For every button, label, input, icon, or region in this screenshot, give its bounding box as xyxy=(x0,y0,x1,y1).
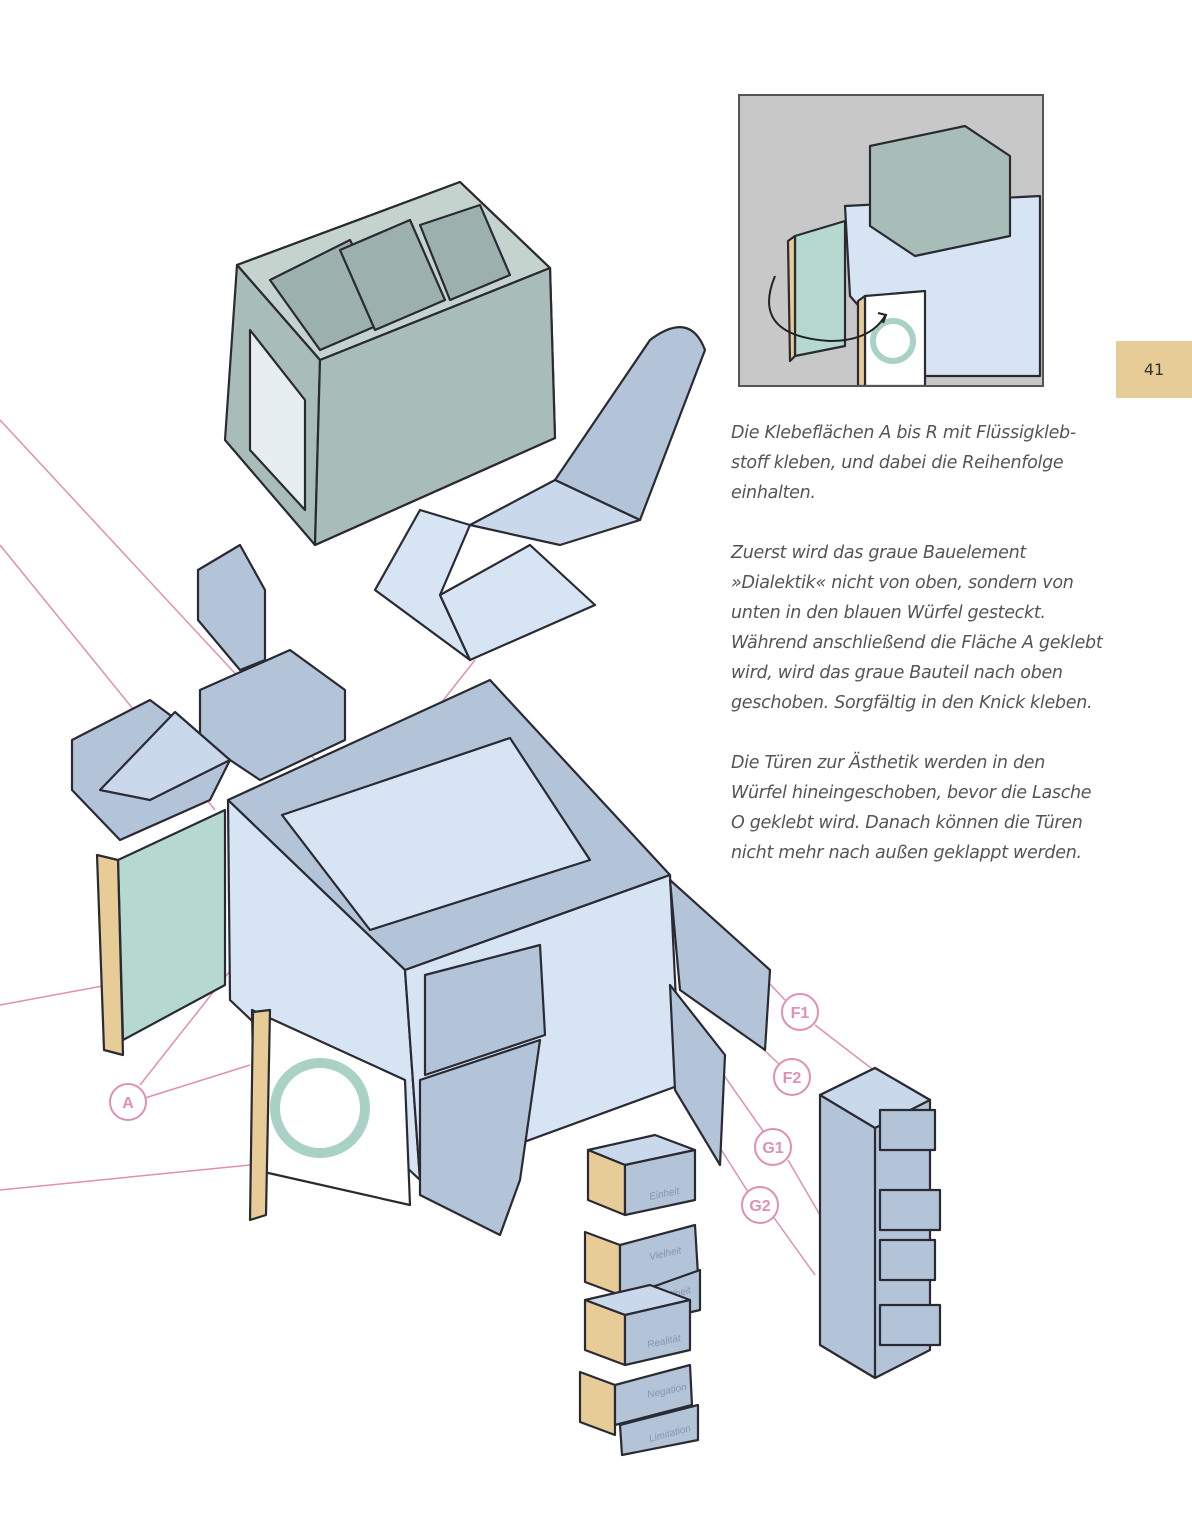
callout-F2: F2 xyxy=(773,1058,811,1096)
svg-text:A: A xyxy=(122,1095,134,1112)
svg-text:G1: G1 xyxy=(762,1140,783,1157)
grey-box-dialektik xyxy=(223,180,557,547)
callout-G2: G2 xyxy=(741,1186,779,1224)
drawer: Realität xyxy=(583,1283,692,1367)
paragraph: Die Klebeflächen A bis R mit Flüssigkleb… xyxy=(731,423,1076,503)
instruction-text: Die Klebeflächen A bis R mit Flüssigkleb… xyxy=(731,418,1151,898)
page-number: 41 xyxy=(1143,360,1165,379)
callout-A: A xyxy=(109,1083,147,1121)
page-number-tab: 41 xyxy=(1116,341,1192,398)
drawer-stack: Einheit Vielheit Allheit Realität Negati… xyxy=(578,1133,702,1457)
paragraph: Zuerst wird das graue Bauelement »Dialek… xyxy=(731,543,1103,713)
inset-step-image xyxy=(738,94,1044,387)
svg-text:G2: G2 xyxy=(749,1198,770,1215)
blue-arch-piece xyxy=(373,326,707,662)
callout-F1: F1 xyxy=(781,993,819,1031)
svg-text:F1: F1 xyxy=(791,1005,810,1022)
drawer: Negation Limitation xyxy=(578,1363,700,1457)
svg-text:F2: F2 xyxy=(783,1070,802,1087)
callout-G1: G1 xyxy=(754,1128,792,1166)
main-blue-cube xyxy=(226,678,772,1237)
drawer: Einheit xyxy=(586,1133,697,1217)
small-blue-parts xyxy=(70,543,347,842)
right-drawer-tower xyxy=(818,1066,942,1380)
inset-illustration xyxy=(768,124,1042,385)
left-door xyxy=(95,808,227,1057)
paragraph: Die Türen zur Ästhetik werden in den Wür… xyxy=(731,753,1092,863)
